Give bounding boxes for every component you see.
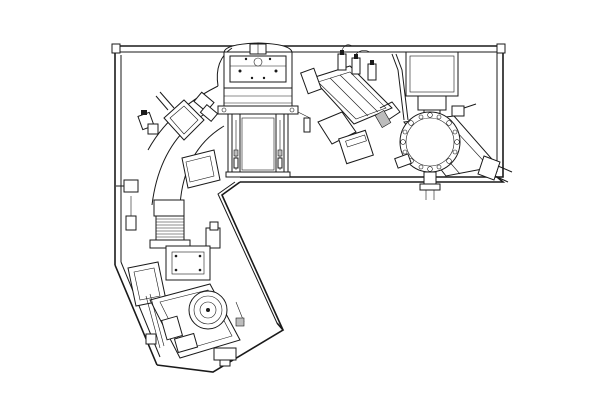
central-chamber (216, 42, 299, 115)
flange-bolts (400, 112, 460, 172)
curved-beamline (116, 85, 225, 249)
linear-translation-stage (225, 111, 311, 178)
enclosure-frame (111, 43, 506, 373)
cylindrical-vacuum-chamber (391, 51, 513, 200)
turntable-assembly (127, 245, 245, 367)
analyser-block (300, 44, 401, 165)
bellows (155, 215, 185, 241)
